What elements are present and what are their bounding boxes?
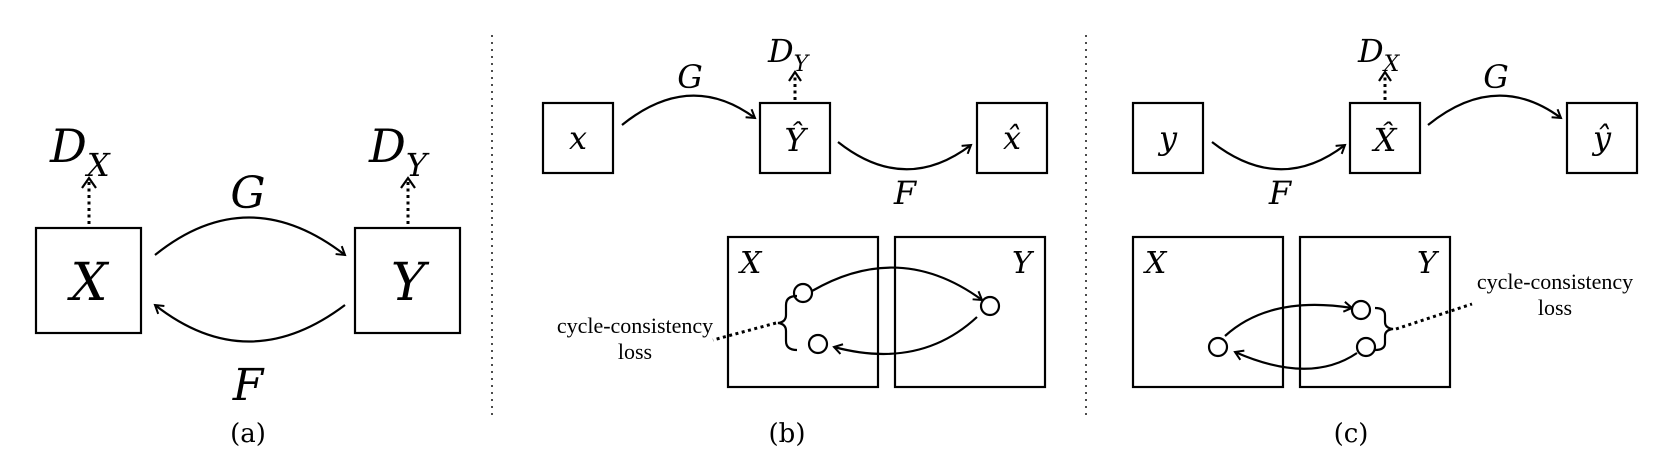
loss-pointer [1395,302,1473,331]
mapping-f-label: F [232,360,265,411]
domain-y-label: Y [391,253,430,313]
domain-y-label: Y [1012,246,1035,281]
mapping-g-label: G [677,58,703,96]
loss-pointer [712,321,777,342]
domain-x-box [726,235,880,389]
input-y-label: y [1157,119,1178,157]
mapping-g-arrow [1427,94,1563,126]
loss-label-line2: loss [618,339,652,364]
discriminator-x-arrowhead [81,176,97,189]
input-x-box [541,101,615,175]
generated-y-box [758,101,832,175]
input-x-label: x [569,119,587,157]
mapping-f-label: F [1268,174,1293,212]
cycle-backward-arrow [1233,349,1358,370]
sample-point-x [792,282,814,304]
mapping-g-label: G [1483,58,1509,96]
caption-c: (c) [1334,419,1369,449]
panel-a: X Y DX DY G F (a) [34,119,462,449]
generated-x-box [1348,101,1422,175]
reconstructed-x-label: x̂ [1003,119,1021,157]
cycle-backward-arrow [832,316,978,356]
loss-label-line2: loss [1538,295,1572,320]
discriminator-x-arrowhead [1378,70,1392,82]
sample-point-x-hat [807,333,829,355]
generated-y-label: Ŷ [784,121,808,159]
domain-x-label: X [1143,246,1168,281]
panel-c: y X̂ ŷ DX F G X Y cycle-consistency loss… [1131,32,1639,449]
caption-a: (a) [230,419,266,449]
mapping-f-arrow [837,141,973,171]
mapping-f-label: F [893,174,918,212]
caption-b: (b) [769,419,806,449]
mapping-g-arrow [154,216,347,257]
discriminator-x-label: DX [1357,32,1401,77]
domain-y-label: Y [1417,246,1440,281]
domain-y-box [353,226,462,335]
domain-y-box [1298,235,1452,389]
mapping-f-arrow [1211,141,1347,171]
discriminator-y-label: DY [368,119,430,184]
cycle-forward-arrow [811,266,984,302]
mapping-g-label: G [230,168,265,219]
sample-point-x-hat [1350,299,1372,321]
domain-y-box [893,235,1047,389]
panel-b: x Ŷ x̂ DY G F X Y cycle-consistency loss… [541,32,1049,449]
discriminator-y-label: DY [767,32,811,77]
discriminator-x-label: DX [49,119,111,184]
loss-label-line1: cycle-consistency [1477,269,1633,294]
sample-point-y-hat [979,295,1001,317]
generated-x-label: X̂ [1371,121,1398,159]
mapping-g-arrow [621,94,757,126]
domain-x-label: X [738,246,763,281]
reconstructed-y-label: ŷ [1591,119,1612,157]
mapping-f-arrow [153,303,346,343]
domain-x-box [34,226,143,335]
domain-x-label: X [66,253,109,313]
sample-point-y-hat [1355,336,1377,358]
reconstructed-x-box [975,101,1049,175]
reconstructed-y-box [1565,101,1639,175]
sample-point-y [1207,336,1229,358]
loss-label-line1: cycle-consistency [557,313,713,338]
cycle-forward-arrow [1224,301,1354,337]
input-y-box [1131,101,1205,175]
domain-x-box [1131,235,1285,389]
loss-brace [777,294,798,352]
discriminator-y-arrowhead [788,70,802,82]
discriminator-y-arrowhead [400,176,416,189]
loss-brace [1374,306,1394,352]
